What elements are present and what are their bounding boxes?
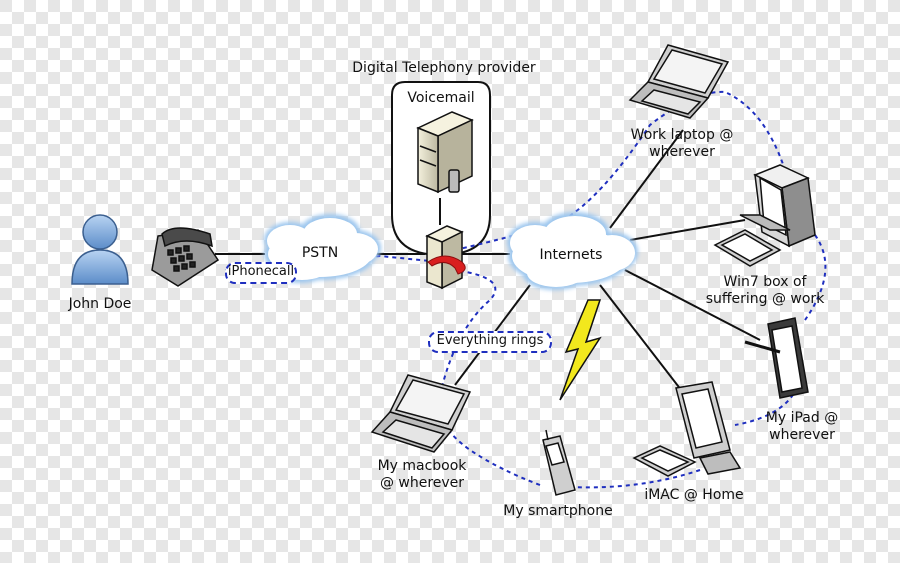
desk-phone-icon bbox=[151, 227, 220, 287]
imac-icon bbox=[632, 381, 742, 477]
voicemail-label: Voicemail bbox=[407, 90, 475, 106]
work-laptop-label: Work laptop @ wherever bbox=[630, 127, 734, 160]
john-doe-label: John Doe bbox=[68, 296, 132, 312]
win7-label: Win7 box of suffering @ work bbox=[705, 274, 825, 307]
internets-label: Internets bbox=[539, 247, 603, 263]
desktop-pc-icon bbox=[713, 164, 816, 267]
iphonecall-bubble: iPhonecall bbox=[225, 262, 297, 284]
ipad-label: My iPad @ wherever bbox=[765, 410, 839, 443]
macbook-label: My macbook @ wherever bbox=[377, 458, 467, 491]
smartphone-label: My smartphone bbox=[503, 503, 613, 519]
imac-label: iMAC @ Home bbox=[644, 487, 744, 503]
pstn-label: PSTN bbox=[301, 245, 339, 261]
laptop-icon bbox=[628, 44, 730, 119]
mobile-phone-icon bbox=[542, 429, 576, 496]
internets-cloud bbox=[507, 212, 638, 290]
everything-rings-bubble: Everything rings bbox=[428, 331, 552, 353]
lightning-icon bbox=[559, 299, 602, 401]
pstn-cloud bbox=[264, 214, 381, 283]
red-arrow-icon bbox=[427, 255, 466, 275]
provider-title: Digital Telephony provider bbox=[352, 60, 536, 76]
tablet-icon bbox=[744, 317, 809, 399]
laptop-icon bbox=[370, 374, 472, 453]
person-icon bbox=[71, 214, 129, 285]
server-icon bbox=[416, 111, 474, 194]
